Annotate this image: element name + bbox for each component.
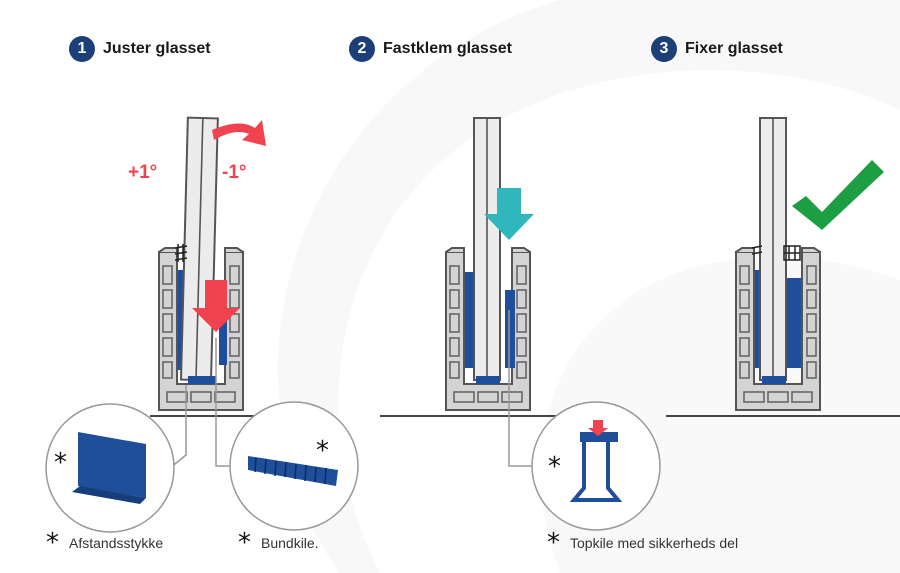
- caption-spacer-star: *: [46, 528, 59, 558]
- green-check-icon: [792, 160, 884, 230]
- callout-top-wedge: [531, 401, 661, 531]
- profile-step-3: [735, 117, 821, 411]
- step-3-header: 3 Fixer glasset: [651, 34, 783, 64]
- caption-top-wedge-text: Topkile med sikkerheds del: [570, 535, 739, 551]
- profile-step-2: [445, 117, 531, 411]
- caption-bottom-wedge-text: Bundkile.: [261, 535, 319, 551]
- step-3-number: 3: [651, 36, 677, 62]
- rotate-arrow: [212, 120, 266, 146]
- leader-line-3: [508, 310, 534, 467]
- angle-minus-label: -1°: [222, 162, 247, 183]
- angle-plus-label: +1°: [128, 162, 157, 183]
- callout-bottom-wedge: [229, 401, 359, 531]
- callout-star-2: *: [316, 436, 329, 466]
- step-2-title: Fastklem glasset: [383, 40, 512, 57]
- step-1-header: 1 Juster glasset: [69, 34, 211, 64]
- step-1-title: Juster glasset: [103, 40, 211, 57]
- step-2-header: 2 Fastklem glasset: [349, 34, 512, 64]
- caption-top-wedge: * Topkile med sikkerheds del: [547, 528, 739, 558]
- callout-spacer: [45, 403, 175, 533]
- caption-spacer-text: Afstandsstykke: [69, 535, 164, 551]
- caption-bottom-wedge: * Bundkile.: [238, 528, 319, 558]
- step-1-number: 1: [69, 36, 95, 62]
- callout-star-1: *: [54, 448, 67, 478]
- caption-bottom-wedge-star: *: [238, 528, 251, 558]
- caption-top-wedge-star: *: [547, 528, 560, 558]
- step-3-title: Fixer glasset: [685, 40, 783, 57]
- leader-line-1: [169, 385, 187, 469]
- caption-spacer: * Afstandsstykke: [46, 528, 164, 558]
- step-2-number: 2: [349, 36, 375, 62]
- teal-down-arrow: [484, 188, 534, 240]
- red-down-arrow: [192, 280, 240, 332]
- callout-star-3: *: [548, 452, 561, 482]
